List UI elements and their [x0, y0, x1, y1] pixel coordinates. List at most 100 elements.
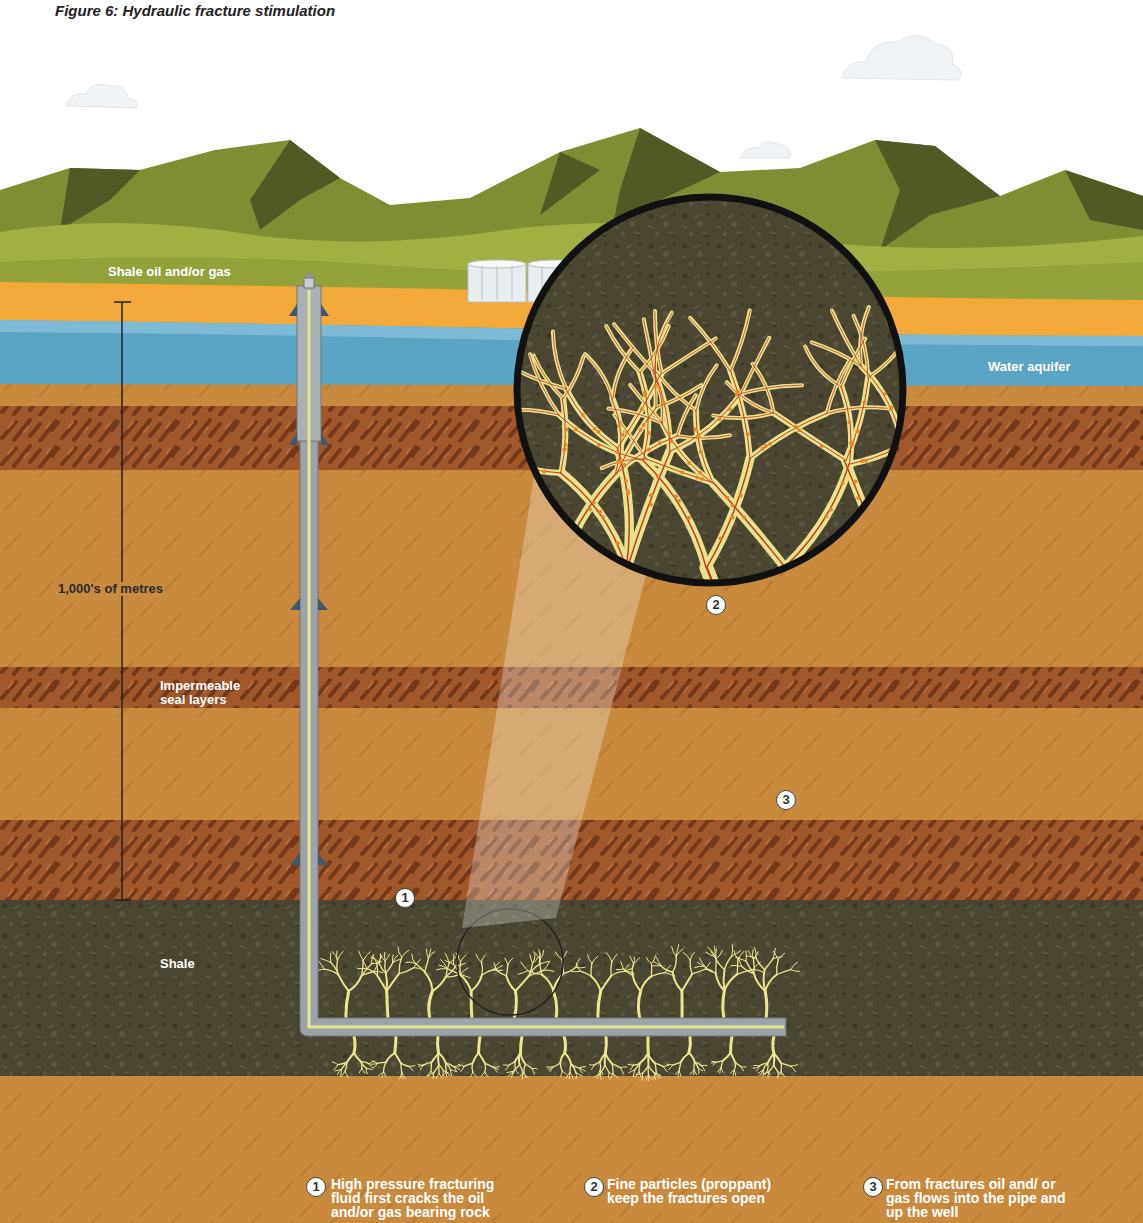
- proppant-dot: [710, 909, 714, 913]
- fracture-line: [530, 955, 533, 964]
- oil-flow-line: [516, 370, 567, 389]
- oil-flow-line: [707, 459, 751, 568]
- proppant-dot: [581, 413, 585, 417]
- fracture-line: [601, 976, 612, 991]
- fracture-channel: [774, 413, 846, 461]
- fracture-line: [445, 961, 453, 964]
- proppant-dot: [657, 919, 661, 923]
- proppant-dot: [761, 447, 765, 451]
- fracture-line: [732, 951, 741, 956]
- fracture-line: [432, 977, 446, 991]
- oil-flow-line: [708, 893, 711, 929]
- fracture-line: [460, 968, 467, 974]
- proppant-dot: [629, 899, 633, 903]
- proppant-dot: [700, 477, 704, 481]
- fracture-line: [443, 1071, 444, 1076]
- fracture-line: [378, 1062, 386, 1063]
- proppant-dot: [906, 406, 910, 410]
- oil-flow-line: [793, 884, 796, 912]
- fracture-channel: [643, 460, 706, 567]
- fracture-line: [746, 961, 754, 974]
- oil-flow-line: [658, 894, 661, 930]
- fracture-line: [334, 1065, 338, 1070]
- oil-flow-line: [696, 411, 713, 483]
- layer-label: Shale: [160, 957, 195, 971]
- fracture-line: [451, 1070, 457, 1072]
- oil-flow-line: [586, 850, 605, 895]
- proppant-dot: [629, 917, 633, 921]
- fracture-line: [560, 1053, 564, 1063]
- proppant-dot: [900, 540, 904, 544]
- fracture-line: [723, 970, 724, 991]
- fracture-line: [476, 954, 481, 962]
- fracture-line: [436, 1074, 439, 1079]
- fracture-line: [764, 970, 766, 991]
- fracture-line: [319, 961, 325, 969]
- fracture-line: [641, 1053, 649, 1063]
- proppant-dot: [951, 427, 955, 431]
- fracture-line: [654, 1073, 655, 1080]
- fracture-line: [768, 1071, 771, 1075]
- fracture-line: [609, 1073, 614, 1076]
- proppant-dot: [619, 460, 623, 464]
- fracture-line: [724, 974, 737, 991]
- callout-number: 1: [395, 888, 415, 908]
- fracture-line: [489, 970, 497, 971]
- fracture-line: [439, 1053, 446, 1063]
- fracture-line: [630, 956, 634, 964]
- proppant-dot: [480, 426, 484, 430]
- proppant-dot: [764, 444, 768, 448]
- fracture-line: [723, 1053, 731, 1061]
- fracture-line: [399, 1073, 402, 1079]
- fracture-line: [648, 1066, 654, 1073]
- proppant-dot: [654, 384, 658, 388]
- proppant-dot: [890, 621, 894, 625]
- fracture-channel: [919, 313, 957, 365]
- proppant-dot: [680, 471, 684, 475]
- fracture-line: [532, 1069, 534, 1075]
- proppant-dot: [665, 880, 669, 884]
- fracture-line: [594, 1062, 600, 1065]
- fracture-line: [599, 1062, 601, 1070]
- proppant-dot: [622, 463, 626, 467]
- step-description: High pressure fracturing fluid first cra…: [331, 1177, 526, 1219]
- proppant-dot: [863, 869, 867, 873]
- fracture-line: [385, 961, 386, 973]
- proppant-dot: [714, 900, 718, 904]
- oil-flow-line: [929, 428, 992, 432]
- fracture-line: [415, 963, 425, 972]
- fracture-line: [436, 1036, 440, 1053]
- proppant-dot: [656, 909, 660, 913]
- fracture-line: [384, 1071, 386, 1077]
- oil-flow-line: [677, 395, 696, 436]
- proppant-dot: [706, 920, 710, 924]
- fracture-channel: [1034, 414, 1091, 419]
- proppant-dot: [723, 641, 727, 645]
- fracture-line: [402, 950, 409, 957]
- fracture-line: [753, 960, 755, 974]
- fracture-line: [623, 969, 632, 975]
- fracture-channel: [847, 780, 857, 850]
- fracture-line: [655, 1063, 656, 1073]
- proppant-dot: [797, 700, 801, 704]
- proppant-dot: [563, 443, 567, 447]
- proppant-dot: [529, 750, 533, 754]
- fracture-channel: [706, 568, 729, 742]
- fracture-channel: [490, 475, 560, 567]
- fracture-line: [708, 947, 715, 957]
- proppant-dot: [680, 758, 684, 762]
- fracture-channel: [930, 380, 971, 429]
- proppant-dot: [847, 814, 851, 818]
- oil-flow-line: [929, 380, 970, 429]
- fracture-line: [630, 1065, 633, 1070]
- oil-flow-line: [810, 892, 837, 909]
- proppant-dot: [586, 908, 590, 912]
- proppant-dot: [523, 465, 527, 469]
- fracture-line: [572, 971, 581, 973]
- fracture-line: [560, 1063, 562, 1071]
- fracture-channel: [398, 397, 446, 417]
- fracture-line: [361, 1062, 366, 1069]
- proppant-dot: [746, 432, 750, 436]
- oil-flow-line: [604, 850, 631, 890]
- fracture-channel: [628, 894, 657, 910]
